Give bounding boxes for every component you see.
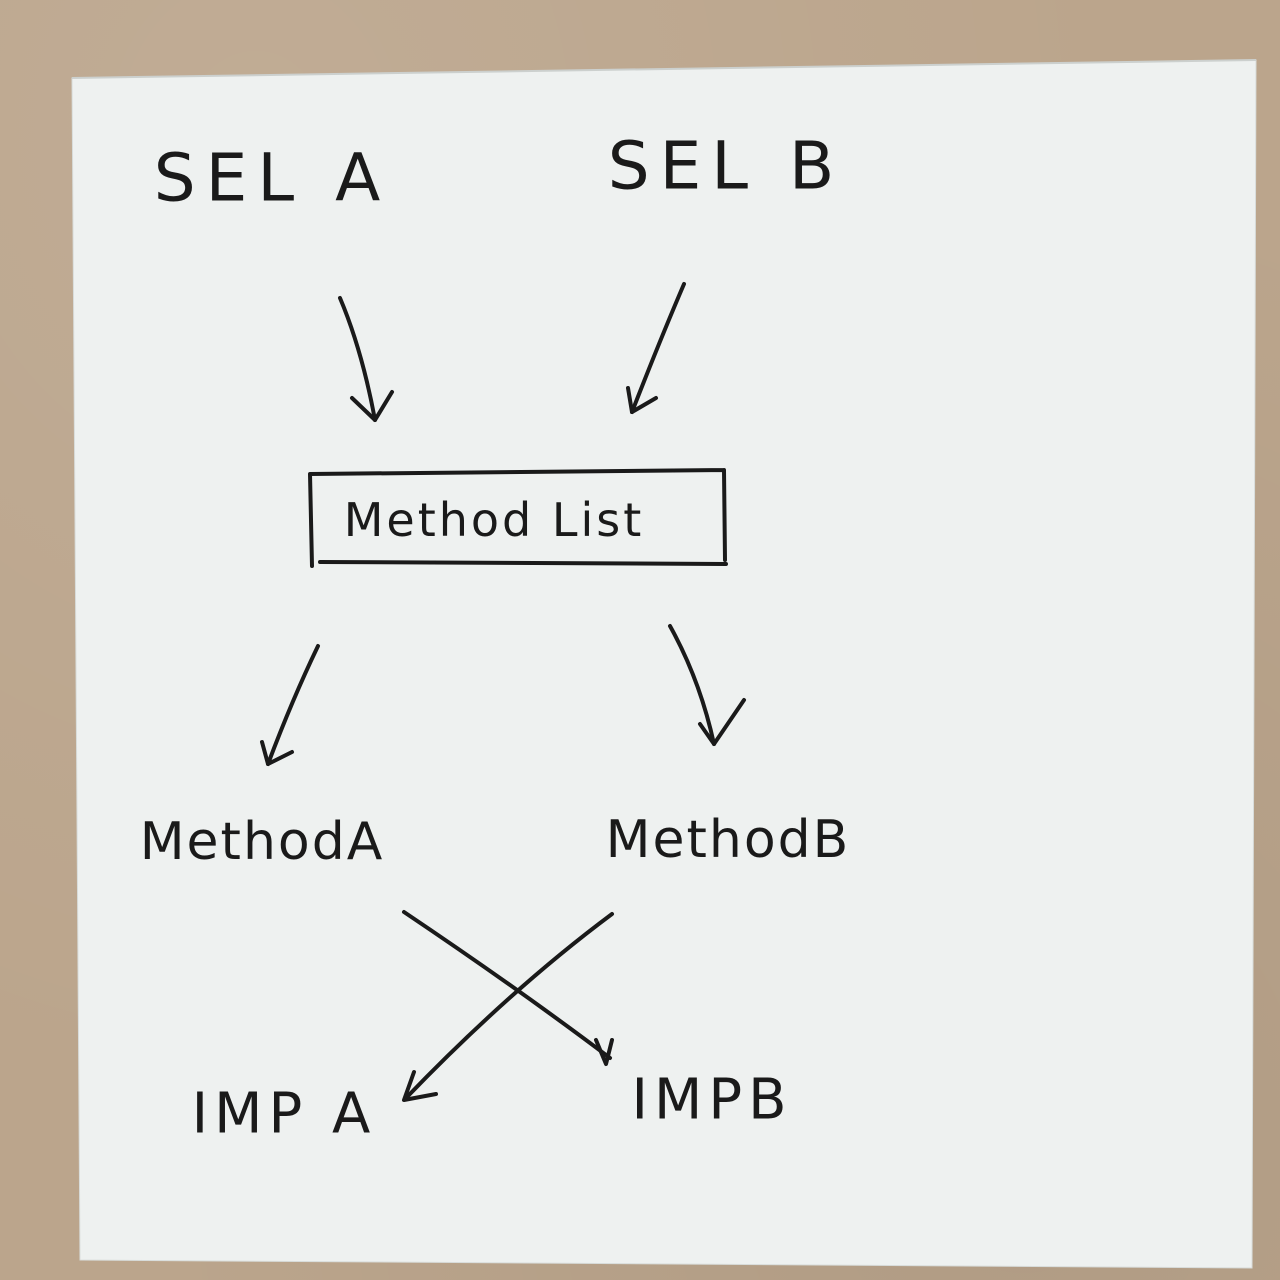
arrowhead-sela-to-list — [350, 390, 394, 422]
node-sel-b: SEL B — [607, 127, 845, 205]
node-sel-a: SEL A — [153, 139, 391, 217]
method-list-box — [308, 468, 728, 568]
edge-sela-to-list — [338, 296, 377, 422]
arrowhead-methodb-to-impa — [402, 1070, 438, 1102]
edge-methoda-to-impb — [402, 910, 612, 1060]
arrowhead-list-to-methodb — [698, 698, 746, 746]
arrowhead-selb-to-list — [626, 386, 658, 414]
node-imp-b: IMPB — [631, 1067, 793, 1133]
edge-selb-to-list — [630, 282, 686, 414]
edge-list-to-methoda — [266, 644, 320, 766]
node-method-b: MethodB — [605, 810, 851, 870]
node-method-a: MethodA — [139, 812, 385, 872]
edge-list-to-methodb — [668, 624, 716, 746]
node-imp-a: IMP A — [191, 1081, 377, 1147]
arrowhead-list-to-methoda — [260, 740, 294, 766]
arrowhead-methoda-to-impb — [594, 1038, 614, 1066]
node-method-list: Method List — [343, 493, 645, 547]
edge-methodb-to-impa — [404, 912, 614, 1100]
